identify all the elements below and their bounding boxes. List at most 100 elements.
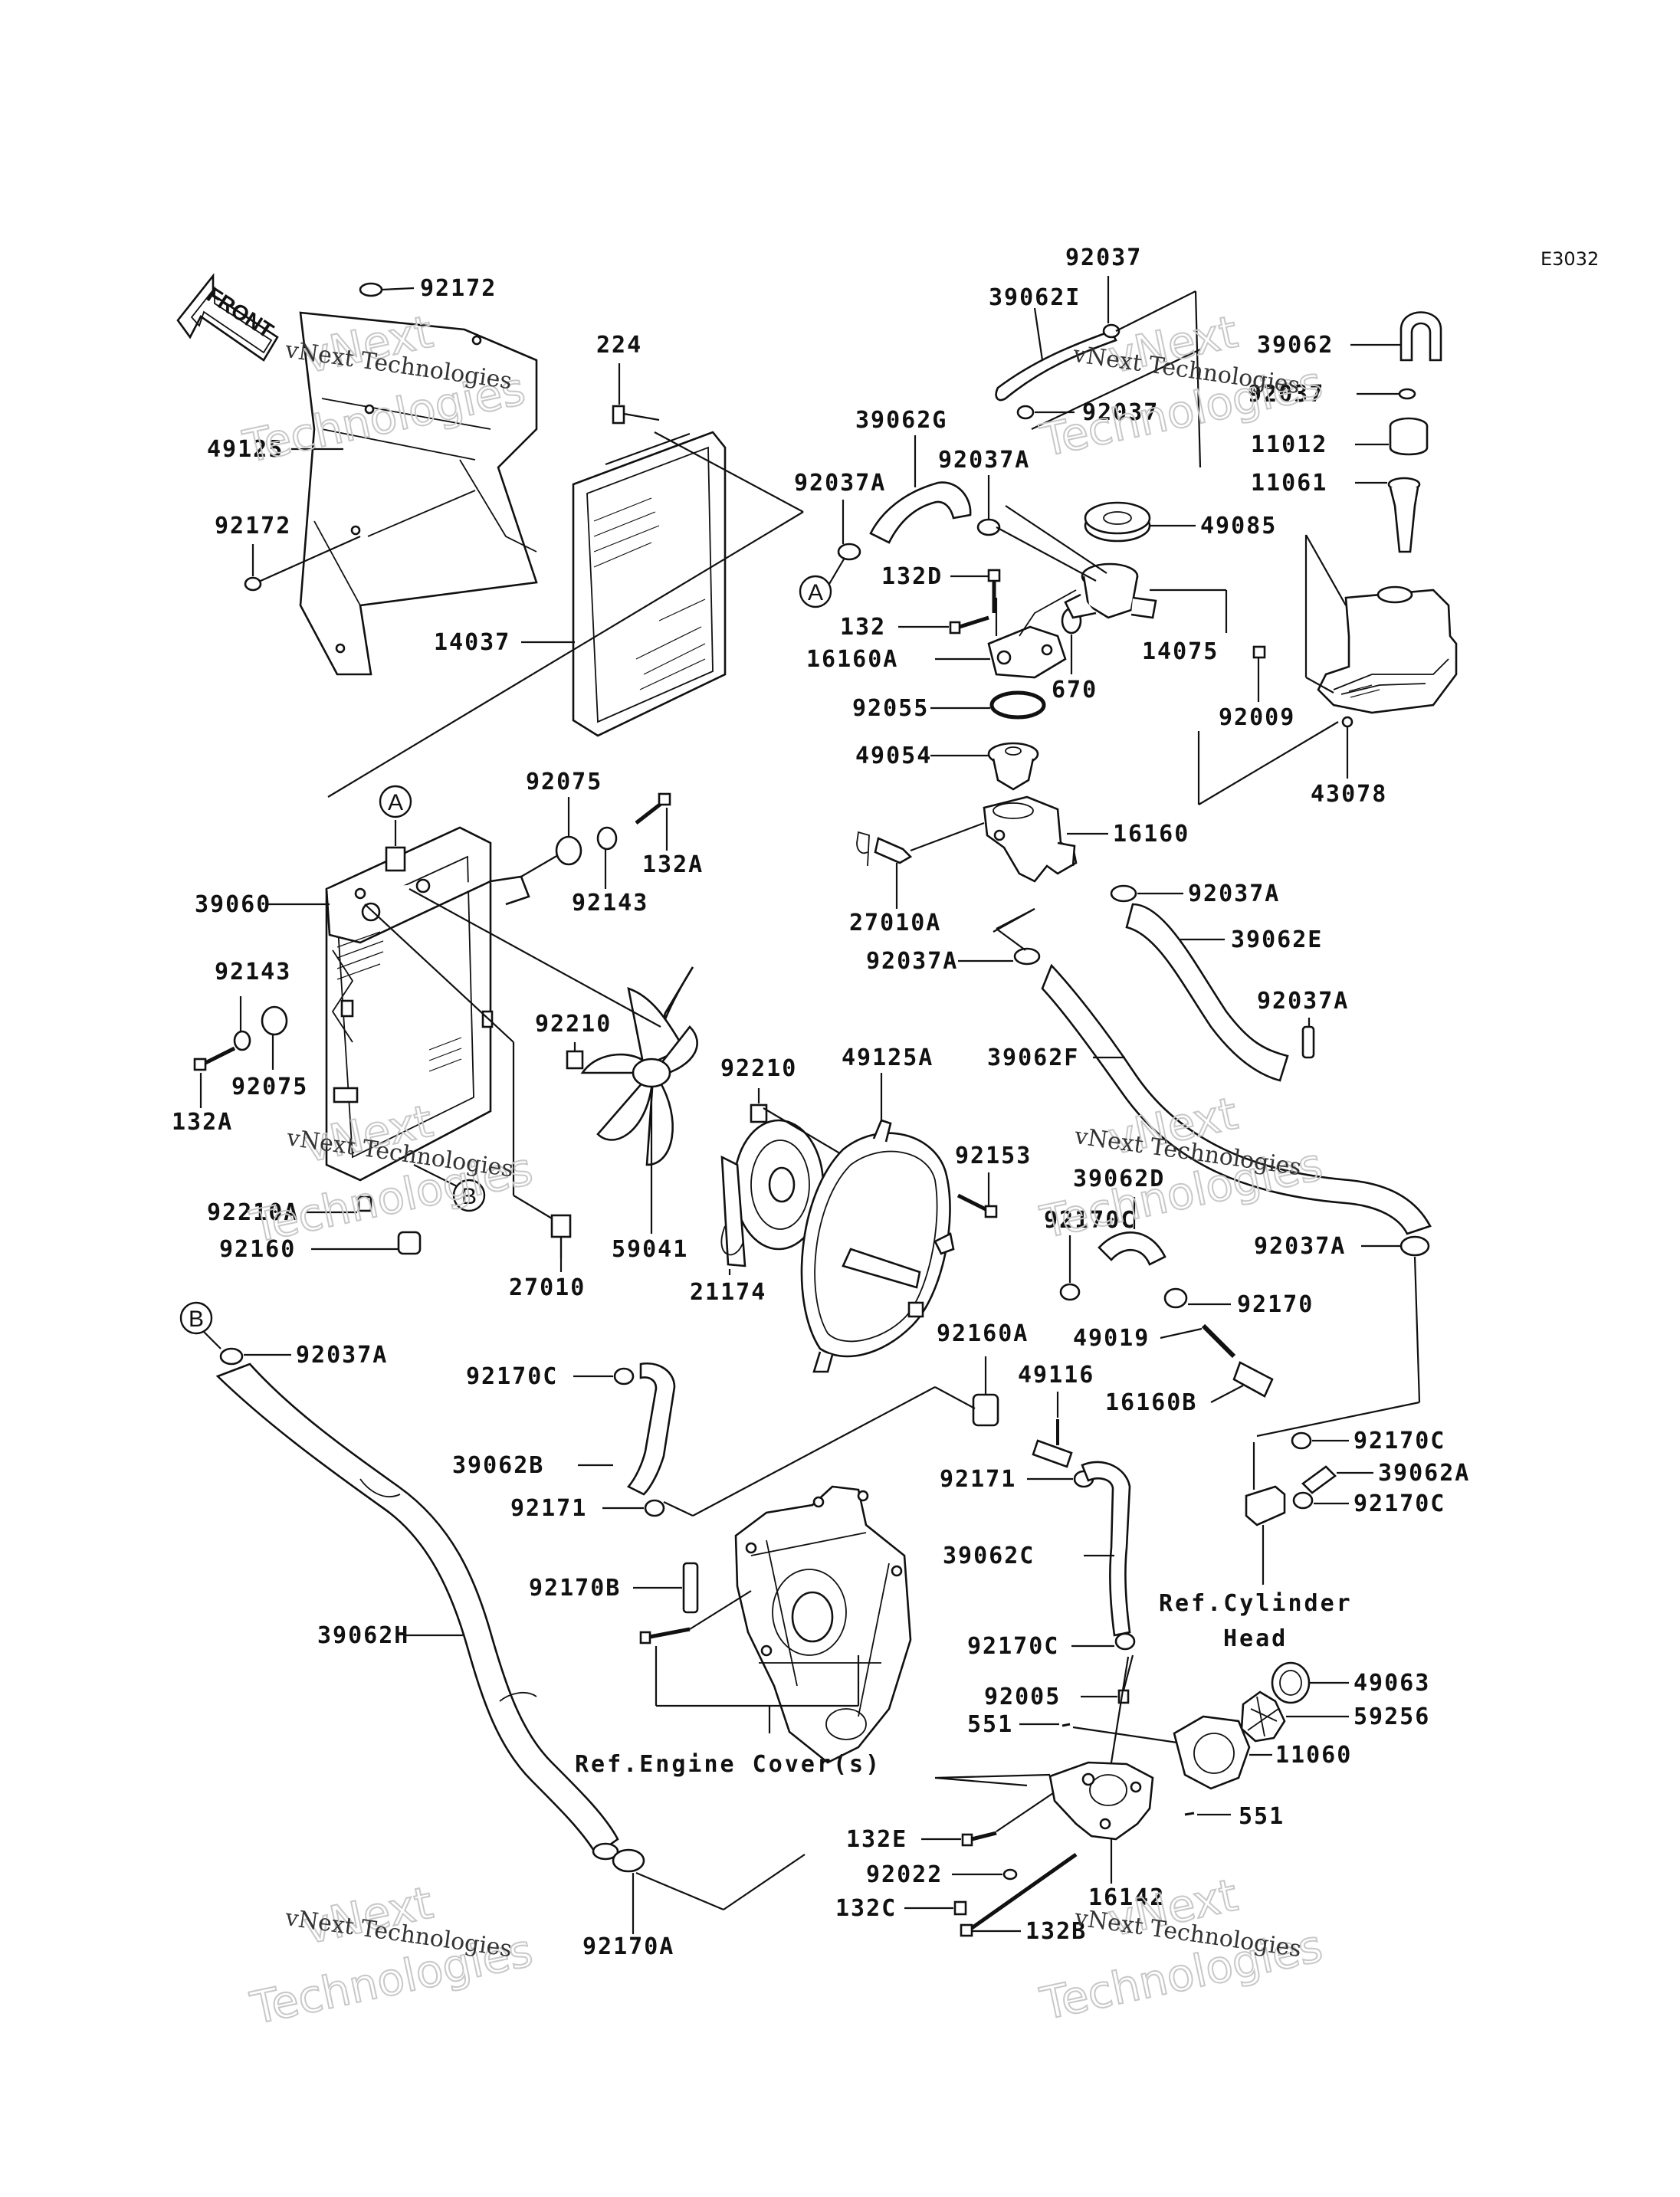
hose-39062G — [869, 435, 972, 544]
fan-switch-27010 — [364, 903, 572, 1272]
part-label-670: 670 — [1052, 677, 1098, 703]
engine-cover — [734, 1485, 912, 1764]
part-label-92037A-bypass: 92037A — [1254, 1233, 1346, 1260]
part-label-92037A: 92037A — [794, 470, 886, 497]
svg-text:A: A — [808, 580, 823, 605]
part-label-92170C-head-bottom: 92170C — [1354, 1490, 1445, 1517]
part-label-27010A: 27010A — [849, 910, 941, 936]
o-ring-670 — [1061, 607, 1082, 674]
svg-text:B: B — [189, 1307, 204, 1332]
screw-92172-lower — [244, 535, 361, 592]
part-label-39062: 39062 — [1257, 332, 1334, 359]
part-label-43078: 43078 — [1311, 781, 1387, 808]
bolt-92153 — [956, 1172, 998, 1218]
gasket-92055 — [930, 690, 1046, 720]
callout-b-hose: B — [179, 1301, 221, 1349]
part-label-59256: 59256 — [1354, 1703, 1430, 1730]
part-label-92037-mid: 92037 — [1082, 399, 1159, 426]
hose-39062E — [1125, 903, 1289, 1082]
part-label-92075-lower: 92075 — [231, 1074, 308, 1100]
clamp-92037-reservoir — [1357, 388, 1416, 400]
part-label-59041: 59041 — [612, 1236, 688, 1263]
clamp-92170 — [1163, 1287, 1231, 1309]
svg-text:B: B — [461, 1184, 477, 1209]
part-label-92005: 92005 — [984, 1684, 1061, 1710]
part-label-16142: 16142 — [1088, 1884, 1165, 1911]
part-label-92037A-hose: 92037A — [296, 1342, 388, 1369]
pin-551-lower — [1184, 1812, 1231, 1816]
screw-92172-top — [359, 282, 415, 297]
part-label-39062D: 39062D — [1073, 1166, 1165, 1192]
part-label-49019: 49019 — [1073, 1325, 1150, 1352]
part-label-92170C-pump: 92170C — [967, 1633, 1059, 1660]
watermark-mid-left: vNext Technologies vNext Technologies — [245, 1094, 538, 1254]
part-label-39062E: 39062E — [1231, 926, 1323, 953]
part-label-92172-lower: 92172 — [215, 513, 291, 539]
nut-92210-motor — [750, 1088, 768, 1123]
part-label-92037A-right: 92037A — [938, 447, 1030, 474]
fan-shroud-49125A — [800, 1073, 955, 1373]
clamp-92170A — [612, 1848, 806, 1934]
part-label-132: 132 — [840, 614, 886, 641]
front-arrow-icon: FRONT — [176, 273, 279, 362]
part-label-92170C: 92170C — [1044, 1207, 1136, 1234]
radiator-shroud-49125 — [299, 311, 538, 676]
part-label-551-lower: 551 — [1239, 1803, 1285, 1830]
hose-39062 — [1350, 311, 1442, 362]
bolt-132B — [960, 1852, 1078, 1937]
clamp-92037-top — [1102, 276, 1121, 339]
part-label-224: 224 — [596, 332, 642, 359]
part-label-39062H: 39062H — [317, 1622, 409, 1649]
part-label-92170C-head-top: 92170C — [1354, 1428, 1445, 1454]
pump-body-16142 — [1048, 1656, 1154, 1884]
thermostat-cover-16160A — [935, 589, 1077, 679]
part-label-92022: 92022 — [866, 1861, 943, 1888]
part-label-39062C: 39062C — [943, 1543, 1035, 1569]
ref-engine-cover: Ref.Engine Cover(s) — [575, 1751, 881, 1778]
clamp-92170C-head-bottom — [1292, 1491, 1349, 1510]
part-label-92160A: 92160A — [937, 1320, 1029, 1347]
clamp-92037A-bypass — [1361, 1235, 1430, 1257]
cooling-fan-59041 — [580, 966, 698, 1234]
hose-39062B — [578, 1362, 676, 1496]
callout-a-thermostat: A — [799, 557, 845, 608]
part-label-49063: 49063 — [1354, 1670, 1430, 1697]
bolt-132C — [904, 1900, 967, 1916]
part-label-92037A-housing: 92037A — [1188, 880, 1280, 907]
part-label-39062A: 39062A — [1378, 1460, 1470, 1487]
clamp-92171-right — [1027, 1470, 1094, 1488]
fan-motor-21174 — [720, 1119, 825, 1275]
part-label-132E: 132E — [846, 1826, 907, 1853]
bolt-132A-upper — [635, 792, 671, 851]
watermark-bottom-left: vNext Technologies vNext Technologies — [245, 1876, 538, 2036]
bolt-engine-cover — [639, 1590, 860, 1733]
part-label-92171-left: 92171 — [510, 1495, 587, 1522]
pipe-49116 — [1032, 1392, 1073, 1468]
clamp-92170C-bypass — [1059, 1235, 1081, 1301]
part-label-132A-lower: 132A — [172, 1109, 233, 1136]
part-label-92037A-lowerhose: 92037A — [866, 948, 958, 975]
bolt-132 — [898, 615, 989, 635]
nut-92210-fan — [566, 1042, 584, 1070]
part-label-16160: 16160 — [1113, 821, 1189, 848]
impeller-seal-49063 — [1271, 1661, 1349, 1704]
callout-b-radiator: B — [413, 1164, 486, 1212]
part-label-16160A: 16160A — [806, 646, 898, 673]
bolt-132D — [950, 569, 1001, 636]
pipe-49019 — [1160, 1323, 1236, 1359]
part-label-39060: 39060 — [195, 891, 271, 918]
part-label-14075: 14075 — [1142, 638, 1219, 665]
part-label-16160B: 16160B — [1105, 1389, 1197, 1416]
cylinder-head-fitting — [1245, 1442, 1286, 1585]
bolt-92005 — [1081, 1654, 1134, 1704]
reservoir-cap-11012 — [1355, 417, 1429, 456]
clamp-92170C-head-top — [1291, 1431, 1349, 1450]
clamp-92037A-lowerhose — [958, 947, 1041, 966]
part-label-92037: 92037 — [1065, 244, 1142, 271]
filler-tube-11061 — [1355, 477, 1421, 553]
part-label-132D: 132D — [881, 563, 943, 590]
part-label-92170C-left: 92170C — [466, 1363, 558, 1390]
part-label-92210-motor: 92210 — [720, 1055, 797, 1082]
part-label-39062I: 39062I — [989, 284, 1081, 311]
clamp-92037A-right — [976, 475, 1001, 536]
